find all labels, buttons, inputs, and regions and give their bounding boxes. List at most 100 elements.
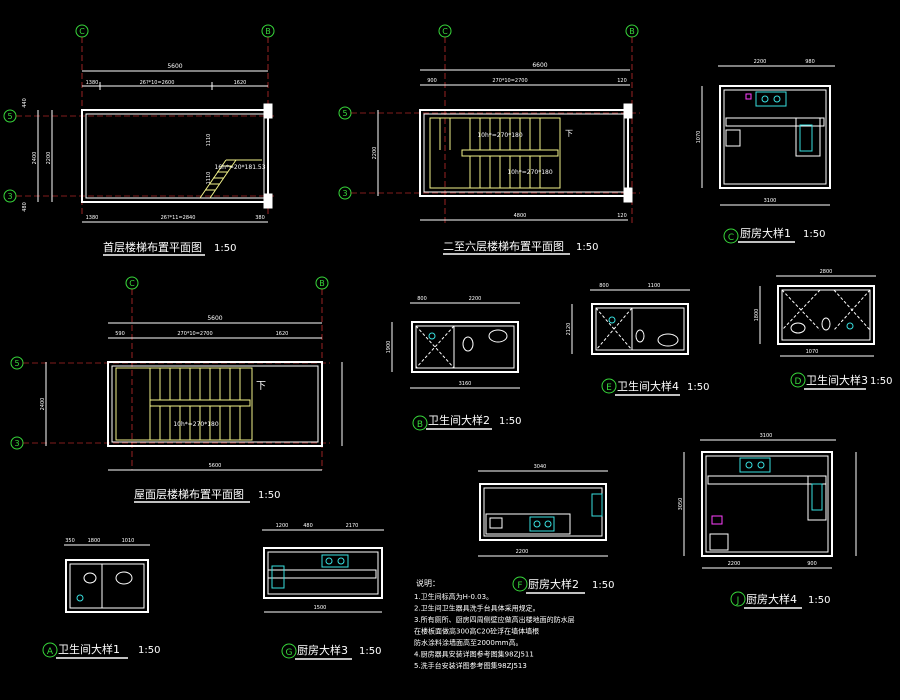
note-item: 防水涂料涂墙面高至2000mm高。 [414,638,522,647]
dim-total: 6600 [532,62,547,69]
drawing-scale: 1:50 [214,243,236,254]
axis-3-label: 3 [7,192,12,201]
dim-seg: 5600 [209,463,222,469]
drawing-scale: 1:50 [592,580,614,591]
axis-c-label: C [442,27,448,36]
dim-seg: 3040 [534,464,547,470]
detail-id-c: C [728,233,734,243]
dim-seg: 800 [417,296,427,302]
stair-flights [429,117,561,189]
dim-seg: 900 [427,78,437,84]
dim-vert: 3050 [678,498,684,511]
stair-flight [199,159,262,199]
dim-seg: 2800 [820,269,833,275]
dim-seg: 1070 [806,349,819,355]
dim-vert: 2120 [566,323,572,336]
axis-b-label: B [265,27,271,36]
note-item: 在楼板面做高300高C20砼浮在墙体墙根 [414,627,539,636]
axis-3-label: 3 [342,189,347,198]
dim-inner: 1110 [206,134,212,147]
dim-total: 5600 [207,315,222,322]
stair-plan-roof: C B 5 3 5600 590 270*10=2700 1620 [10,276,343,503]
axis-b-label: B [319,279,325,288]
dim-vert: 1900 [386,341,392,354]
stair-note: 10h*=270*180 [173,421,219,428]
dim-seg: 3100 [764,198,777,204]
bathroom-detail-2: 800 2200 3160 1900 B 卫生间大样2 1:50 [386,296,521,431]
stair-flights [115,367,253,441]
bathroom-detail-4: 800 1100 2120 E 卫生间大样4 1:50 [566,283,709,396]
drawing-title: 卫生间大样2 [428,413,490,427]
notes-heading: 说明： [416,578,440,588]
drawing-title: 厨房大样4 [746,592,797,606]
axis-c-label: C [129,279,135,288]
dim-seg: 2200 [728,561,741,567]
detail-id-d: D [795,377,802,387]
dim-seg: 3160 [459,381,472,387]
detail-id-e: E [606,383,612,393]
note-item: 4.厨房器具安装详图参考图集98ZJ511 [414,650,534,659]
dim-seg: 2200 [754,59,767,65]
dim-total: 5600 [167,63,182,70]
dim-seg: 3100 [760,433,773,439]
stair-plan-typical: C B 5 3 6600 900 270*10=2700 120 [338,24,640,255]
drawing-title: 卫生间大样3 [806,373,868,387]
dim-seg: 26?*11=2840 [161,215,196,221]
dim-vert: 2200 [372,147,378,160]
stair-note: 16h*=20*181.53 [214,164,265,171]
drawing-title: 卫生间大样4 [617,379,679,393]
notes-list: 1.卫生间标高为H-0.03。 2.卫生间卫生器具洗手台具体采用规定。 3.所有厕所… [414,592,575,670]
dim-seg: 1800 [88,538,101,544]
dim-seg: 120 [617,78,627,84]
dim-vert: 2400 [40,398,46,411]
dim-seg: 1620 [276,331,289,337]
dim-seg: 350 [65,538,75,544]
drawing-scale: 1:50 [359,646,381,657]
axis-5-label: 5 [14,359,19,368]
drawing-scale: 1:50 [499,416,521,427]
drawing-scale: 1:50 [803,229,825,240]
note-item: 2.卫生间卫生器具洗手台具体采用规定。 [414,604,540,613]
dim-seg: 1620 [234,80,247,86]
drawing-scale: 1:50 [808,595,830,606]
axis-3-label: 3 [14,439,19,448]
detail-id-b: B [417,420,423,430]
dim-seg: 1010 [122,538,135,544]
note-item: 5.洗手台安装详图参考图集98ZJ513 [414,661,527,670]
dim-seg: 980 [805,59,815,65]
axis-5-label: 5 [342,109,347,118]
dim-seg: 1380 [86,80,99,86]
drawing-title: 二至六层楼梯布置平面图 [443,239,564,253]
axis-5-label: 5 [7,112,12,121]
axis-c-label: C [79,27,85,36]
dim-seg: 1500 [314,605,327,611]
dim-vert: 1800 [754,309,760,322]
note-item: 1.卫生间标高为H-0.03。 [414,592,493,601]
dim-seg: 590 [115,331,125,337]
dim-seg: 800 [599,283,609,289]
detail-id-g: G [286,648,293,658]
note-item: 3.所有厕所、厨房四周侧壁应做高出楼地面的防水层 [414,615,575,624]
stair-down-mark: 下 [256,381,266,392]
drawing-title: 首层楼梯布置平面图 [103,240,202,254]
stair-down-mark: 下 [565,129,573,138]
stair-plan-ground: C B 5 3 5600 1380 26?*10=2600 1620 [3,24,275,256]
general-notes: 说明： 1.卫生间标高为H-0.03。 2.卫生间卫生器具洗手台具体采用规定。 3.… [414,578,575,670]
axis-b-label: B [629,27,635,36]
dim-inner: 1110 [206,172,212,185]
dim-seg: 2200 [469,296,482,302]
detail-id-a: A [47,647,54,657]
dim-vert: 2400 [32,152,38,165]
dim-vert: 2200 [46,152,52,165]
drawing-scale: 1:50 [687,382,709,393]
drawing-title: 屋面层楼梯布置平面图 [134,487,244,501]
drawing-scale: 1:50 [138,645,160,656]
drawing-title: 卫生间大样1 [58,642,120,656]
kitchen-detail-4: 3100 2200 900 3050 J 厨房大样4 1:50 [678,433,857,609]
bathroom-detail-3: 2800 1070 1800 D 卫生间大样3 1:50 [754,269,892,390]
dim-seg: 1100 [648,283,661,289]
dim-seg: 270*10=2700 [177,331,212,337]
stair-note: 10h*=270*180 [477,132,523,139]
kitchen-detail-1: 2200 980 3100 1070 C 厨房大样1 1:50 [696,59,835,244]
drawing-title: 厨房大样3 [297,643,348,657]
